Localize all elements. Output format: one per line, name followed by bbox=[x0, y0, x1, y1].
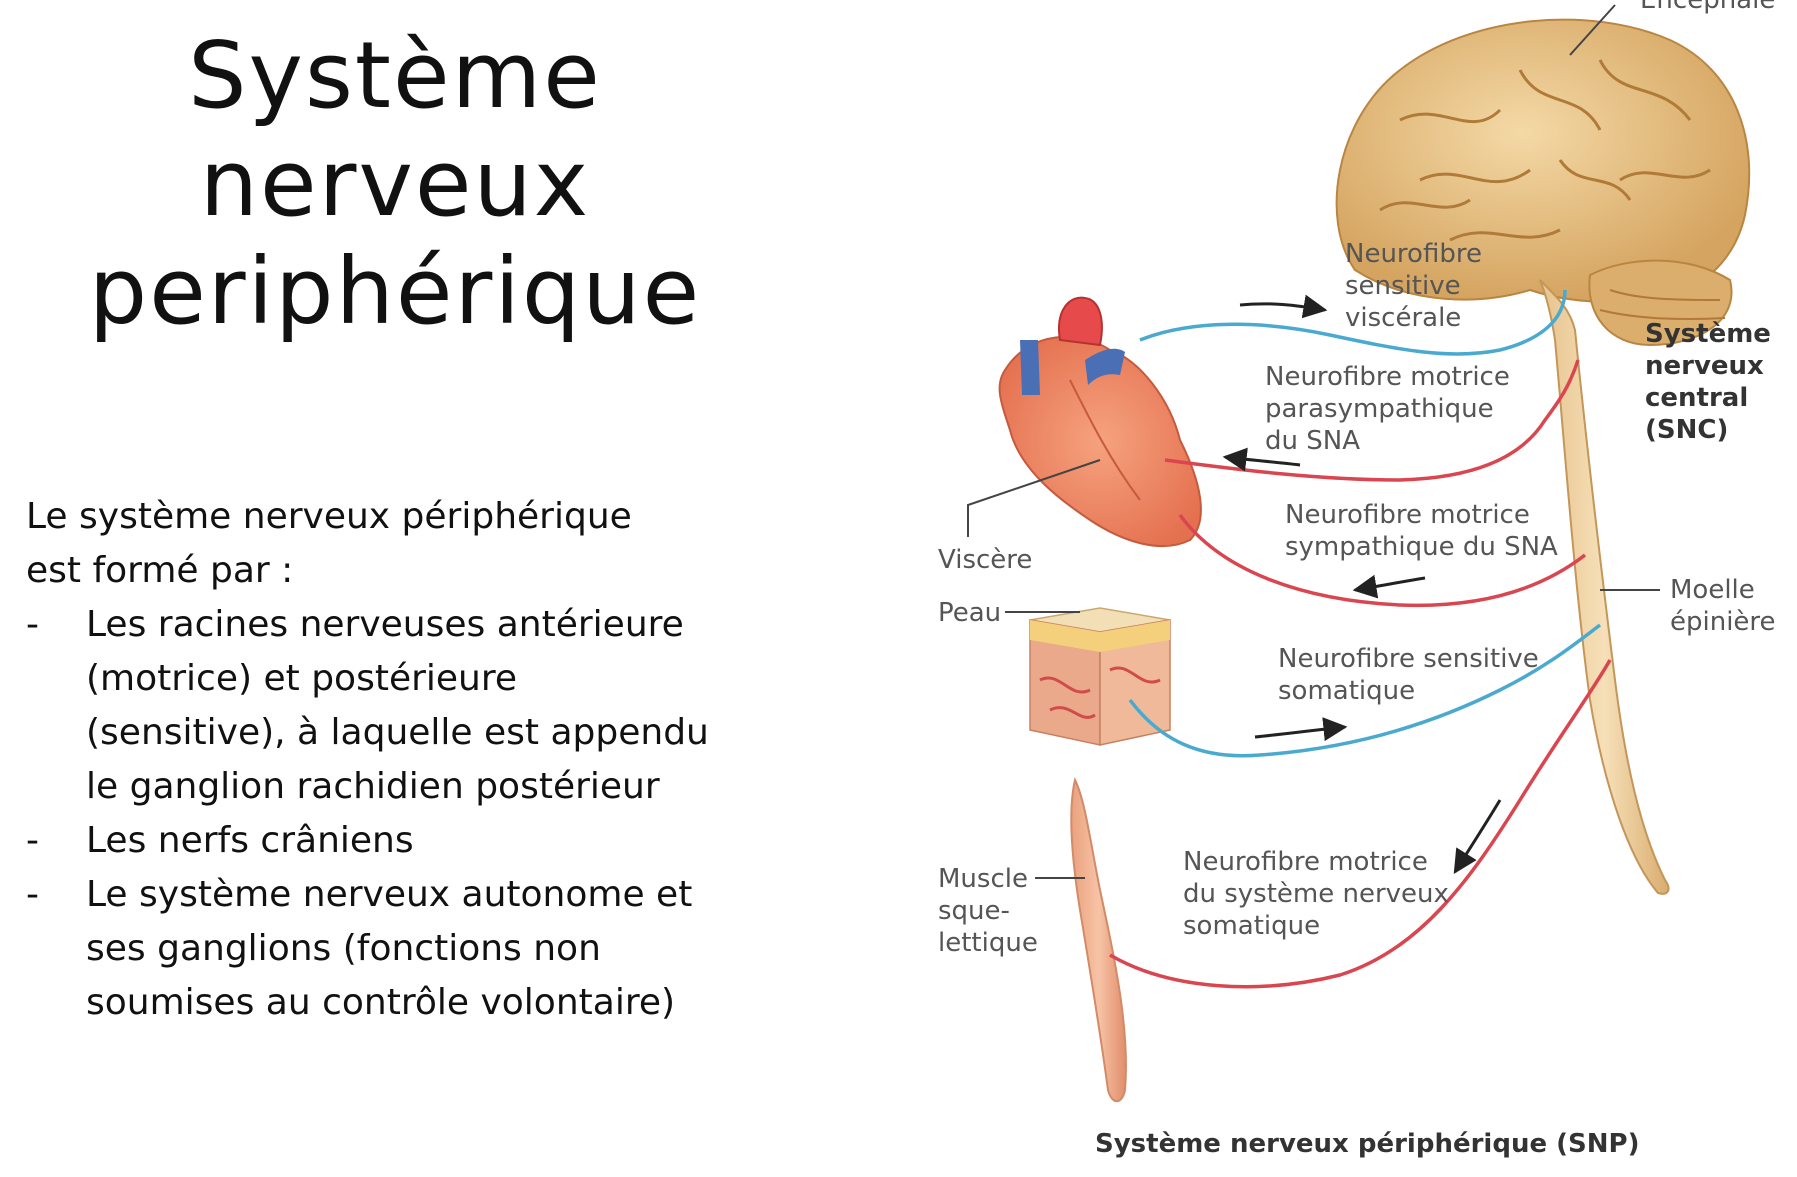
slide-title-line-1: Système nerveux bbox=[188, 22, 602, 237]
label-line: nerveux bbox=[1645, 351, 1764, 381]
bullet-item-cranial-nerves: - Les nerfs crâniens bbox=[26, 814, 726, 868]
arrow-icon bbox=[1222, 447, 1301, 472]
brain-illustration bbox=[1335, 18, 1751, 347]
bullet-item-autonomic: - Le système nerveux autonome et ses gan… bbox=[26, 868, 726, 1030]
arrow-icon bbox=[1254, 717, 1348, 742]
label-somatic-motor: Neurofibre motrice du système nerveux so… bbox=[1183, 847, 1457, 941]
label-line: Système bbox=[1645, 319, 1771, 349]
label-peau: Peau bbox=[938, 598, 1001, 628]
intro-line-1: Le système nerveux périphérique bbox=[26, 496, 632, 537]
bullet-line: le ganglion rachidien postérieur bbox=[86, 766, 660, 807]
label-line: sque- bbox=[938, 896, 1010, 926]
slide-title-line-2: periphérique bbox=[88, 238, 702, 345]
label-line: lettique bbox=[938, 928, 1038, 958]
label-line: sympathique du SNA bbox=[1285, 532, 1558, 562]
label-line: (SNC) bbox=[1645, 415, 1728, 445]
fiber-parasympathetic bbox=[1164, 359, 1580, 482]
label-line: somatique bbox=[1183, 911, 1320, 941]
bullet-dash: - bbox=[26, 604, 39, 645]
bullet-list: - Les racines nerveuses antérieure (motr… bbox=[26, 598, 726, 1030]
label-line: Neurofibre sensitive bbox=[1278, 644, 1539, 674]
label-line: central bbox=[1645, 383, 1748, 413]
direction-arrows bbox=[1222, 294, 1502, 875]
fiber-sympathetic bbox=[1178, 513, 1587, 608]
fiber-somatic-sensory bbox=[1128, 623, 1602, 758]
label-line: somatique bbox=[1278, 676, 1415, 706]
label-line: viscérale bbox=[1345, 303, 1461, 333]
label-line: Neurofibre motrice bbox=[1285, 500, 1530, 530]
spinal-cord bbox=[1539, 279, 1670, 895]
bullet-line: ses ganglions (fonctions non bbox=[86, 928, 601, 969]
fiber-somatic-motor bbox=[1109, 659, 1612, 989]
label-somatic-sensory: Neurofibre sensitive somatique bbox=[1278, 644, 1547, 706]
label-muscle: Muscle sque- lettique bbox=[938, 864, 1038, 958]
bullet-line: (motrice) et postérieure bbox=[86, 658, 518, 699]
label-line: sensitive bbox=[1345, 271, 1461, 301]
label-line: parasympathique bbox=[1265, 394, 1494, 424]
label-line: Neurofibre motrice bbox=[1183, 847, 1428, 877]
muscle-illustration bbox=[1070, 777, 1127, 1103]
label-viscere: Viscère bbox=[938, 545, 1032, 575]
leader-lines bbox=[967, 4, 1660, 879]
heart-illustration bbox=[998, 296, 1202, 548]
fiber-visceral-sensory bbox=[1139, 289, 1567, 356]
label-line: du système nerveux bbox=[1183, 879, 1449, 909]
label-visceral-sensory: Neurofibre sensitive viscérale bbox=[1345, 239, 1490, 333]
arrow-icon bbox=[1352, 574, 1426, 599]
bullet-line: Les racines nerveuses antérieure bbox=[86, 604, 684, 645]
label-snc: Système nerveux central (SNC) bbox=[1645, 319, 1780, 445]
label-line: épinière bbox=[1670, 607, 1776, 637]
bullet-dash: - bbox=[26, 874, 39, 915]
diagram-labels: Encéphale Neurofibre sensitive viscérale… bbox=[938, 0, 1776, 958]
bullet-line: Les nerfs crâniens bbox=[86, 820, 414, 861]
bullet-line: (sensitive), à laquelle est appendu bbox=[86, 712, 709, 753]
label-line: du SNA bbox=[1265, 426, 1360, 456]
slide-title: Système nerveux periphérique bbox=[0, 22, 790, 346]
arrow-icon bbox=[1239, 294, 1328, 319]
nerve-fibers bbox=[1109, 289, 1612, 989]
label-line: Neurofibre motrice bbox=[1265, 362, 1510, 392]
arrow-icon bbox=[1453, 799, 1502, 875]
leader-line bbox=[967, 459, 1101, 537]
label-line: Neurofibre bbox=[1345, 239, 1482, 269]
label-line: Moelle bbox=[1670, 575, 1755, 605]
skin-illustration bbox=[1029, 607, 1171, 746]
label-line: Muscle bbox=[938, 864, 1028, 894]
bullet-line: soumises au contrôle volontaire) bbox=[86, 982, 676, 1023]
bullet-line: Le système nerveux autonome et bbox=[86, 874, 693, 915]
bullet-dash: - bbox=[26, 820, 39, 861]
label-encephale: Encéphale bbox=[1640, 0, 1775, 15]
intro-line-2: est formé par : bbox=[26, 550, 294, 591]
label-sympathetic: Neurofibre motrice sympathique du SNA bbox=[1285, 500, 1558, 562]
label-parasympathetic: Neurofibre motrice parasympathique du SN… bbox=[1265, 362, 1518, 456]
body-text: Le système nerveux périphérique est form… bbox=[26, 490, 726, 1030]
bullet-item-roots: - Les racines nerveuses antérieure (motr… bbox=[26, 598, 726, 814]
label-moelle: Moelle épinière bbox=[1670, 575, 1776, 637]
diagram-caption: Système nerveux périphérique (SNP) bbox=[1095, 1129, 1639, 1159]
leader-line bbox=[1569, 4, 1616, 56]
